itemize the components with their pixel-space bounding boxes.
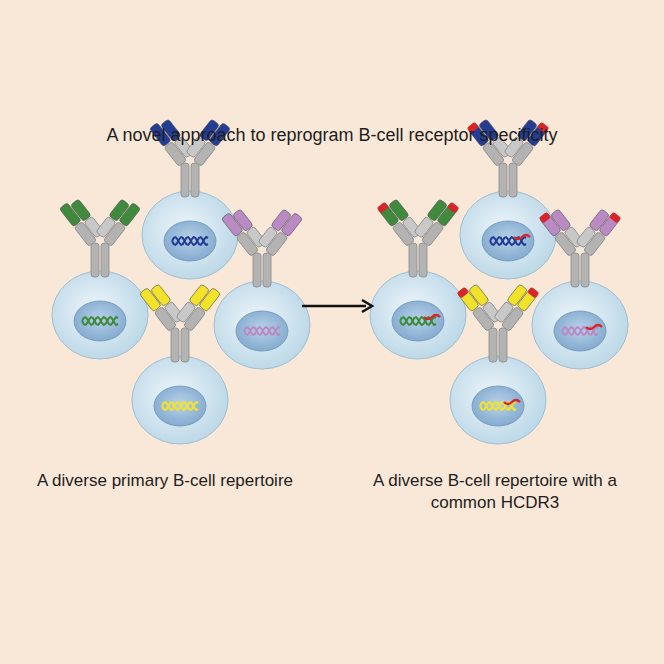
antibody-arm — [457, 280, 504, 332]
antibody-arm — [175, 281, 221, 332]
hcdr3-mark — [377, 202, 389, 214]
ellipse-shape — [142, 191, 238, 279]
b-cell — [532, 205, 628, 369]
ellipse-shape — [132, 356, 228, 444]
antibody-stem — [581, 253, 589, 287]
ellipse-shape — [214, 281, 310, 369]
title: A novel approach to reprogram B-cell rec… — [20, 124, 644, 147]
caption-right: A diverse B-cell repertoire with a commo… — [355, 470, 635, 514]
b-cell — [214, 206, 310, 369]
antibody-arm — [493, 280, 540, 332]
dna — [162, 402, 198, 410]
dna — [162, 402, 198, 410]
antibody-arm — [257, 206, 303, 257]
b-cell — [450, 280, 546, 444]
antibody-stem — [91, 243, 99, 277]
rect-shape — [589, 209, 610, 232]
antibody-arm — [95, 196, 141, 247]
hcdr3-mark — [457, 287, 469, 299]
rect-shape — [507, 284, 528, 307]
antibody-arm — [575, 205, 622, 257]
b-cell — [370, 195, 466, 359]
hcdr3-mark — [447, 202, 459, 214]
hcdr3-mark — [527, 287, 539, 299]
hcdr3-mark — [539, 212, 551, 224]
dna-insert — [586, 325, 602, 329]
antibody-stem — [263, 253, 271, 287]
nucleus — [74, 301, 126, 341]
rect-shape — [271, 209, 292, 232]
mirror — [95, 196, 141, 247]
antibody-stem — [499, 328, 507, 362]
mirror — [257, 206, 303, 257]
nucleus — [392, 301, 444, 341]
rect-shape — [494, 301, 514, 323]
rect-shape — [96, 216, 116, 238]
mirror — [493, 280, 540, 332]
rect-shape — [109, 199, 130, 222]
mirror — [413, 195, 460, 247]
rect-shape — [70, 199, 91, 222]
antibody-arm — [539, 205, 586, 257]
ellipse-shape — [460, 191, 556, 279]
antibody-arm — [413, 195, 460, 247]
antibody-stem — [409, 243, 417, 277]
nucleus — [554, 311, 606, 351]
antibody-arm — [221, 206, 267, 257]
mirror — [175, 281, 221, 332]
rect-shape — [468, 284, 489, 307]
rect-shape — [550, 209, 571, 232]
nucleus — [482, 221, 534, 261]
antibody-stem — [419, 243, 427, 277]
b-cell — [132, 281, 228, 444]
antibody-stem — [571, 253, 579, 287]
dna-insert — [504, 400, 520, 404]
antibody-stem — [509, 163, 517, 197]
antibody-stem — [101, 243, 109, 277]
ellipse-shape — [52, 271, 148, 359]
rect-shape — [176, 301, 196, 323]
caption-left: A diverse primary B-cell repertoire — [25, 470, 305, 492]
dna — [172, 237, 208, 245]
nucleus — [164, 221, 216, 261]
hcdr3-mark — [609, 212, 621, 224]
ellipse-shape — [532, 281, 628, 369]
antibody-stem — [191, 163, 199, 197]
antibody-stem — [171, 328, 179, 362]
rect-shape — [189, 284, 210, 307]
rect-shape — [576, 226, 596, 248]
ellipse-shape — [370, 271, 466, 359]
antibody-stem — [181, 328, 189, 362]
nucleus — [154, 386, 206, 426]
dna — [82, 317, 118, 325]
ellipse-shape — [450, 356, 546, 444]
antibody-arm — [377, 195, 424, 247]
antibody-stem — [489, 328, 497, 362]
b-cell — [52, 196, 148, 359]
nucleus — [472, 386, 524, 426]
antibody-stem — [253, 253, 261, 287]
rect-shape — [427, 199, 448, 222]
dna-insert — [424, 315, 440, 319]
rect-shape — [150, 284, 171, 307]
dna-insert — [514, 235, 530, 239]
rect-shape — [232, 209, 253, 232]
antibody-arm — [59, 196, 105, 247]
antibody-stem — [181, 163, 189, 197]
nucleus — [236, 311, 288, 351]
rect-shape — [414, 216, 434, 238]
dna — [172, 237, 208, 245]
dna — [244, 327, 280, 335]
antibody-stem — [499, 163, 507, 197]
rect-shape — [258, 226, 278, 248]
dna — [82, 317, 118, 325]
dna — [244, 327, 280, 335]
mirror — [575, 205, 622, 257]
rect-shape — [388, 199, 409, 222]
antibody-arm — [139, 281, 185, 332]
arrow — [302, 300, 372, 312]
